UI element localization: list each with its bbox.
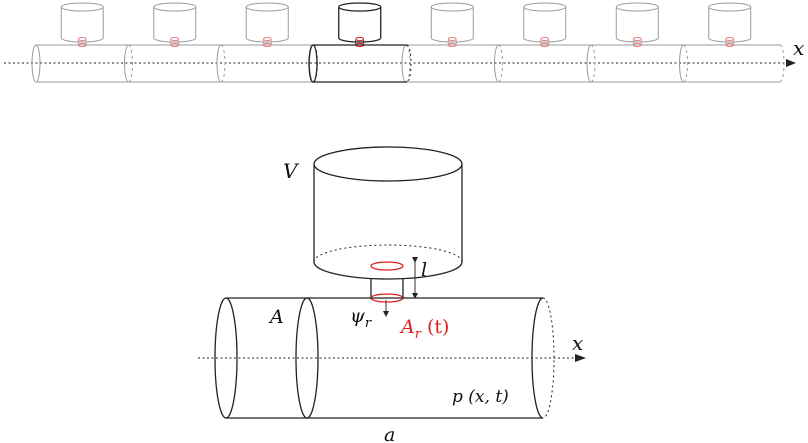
detail-axis-label: x xyxy=(572,331,583,355)
top-pipe-right-end xyxy=(779,44,785,83)
resonator-row xyxy=(60,2,752,48)
resonator xyxy=(153,2,197,48)
resonator xyxy=(245,2,289,48)
cell-divider xyxy=(586,44,596,83)
cell-divider xyxy=(124,44,133,83)
top-axis-label: x xyxy=(793,36,804,60)
detail-axis-arrow xyxy=(575,354,586,362)
cavity-bottom-front xyxy=(313,261,463,280)
resonator xyxy=(523,2,567,48)
resonator xyxy=(430,2,474,48)
cavity xyxy=(313,146,463,280)
neck-area-label: Ar(t) xyxy=(399,316,449,342)
pipe-left-end xyxy=(214,297,238,419)
pipe-area-label: A xyxy=(268,306,284,328)
cell-divider xyxy=(494,44,503,83)
flux-label: ψr xyxy=(350,305,372,331)
resonator-highlighted xyxy=(338,2,382,48)
resonator xyxy=(60,2,104,48)
resonator xyxy=(615,2,659,48)
cell-divider xyxy=(679,44,688,83)
cell-divider xyxy=(401,44,411,83)
pressure-label: p (x, t) xyxy=(452,387,509,407)
resonator xyxy=(708,2,752,48)
neck-length-label: l xyxy=(421,259,427,281)
pipe-cross-section xyxy=(295,297,319,419)
neck xyxy=(370,261,404,303)
cavity-top xyxy=(313,146,463,182)
cell-length-label: a xyxy=(384,424,395,443)
top-axis-arrow xyxy=(786,59,796,67)
cavity-bottom-back xyxy=(313,244,463,263)
highlighted-cell xyxy=(308,44,412,83)
periodic-array: x xyxy=(4,2,804,83)
neck-top-opening xyxy=(370,261,404,271)
unit-cell-detail: V l ψr Ar(t) A x p (x, t xyxy=(198,146,586,443)
volume-label: V xyxy=(283,159,300,183)
pipe-right-end-front xyxy=(542,297,555,419)
top-pipe-left-end xyxy=(31,44,41,83)
cell-divider xyxy=(216,44,226,83)
